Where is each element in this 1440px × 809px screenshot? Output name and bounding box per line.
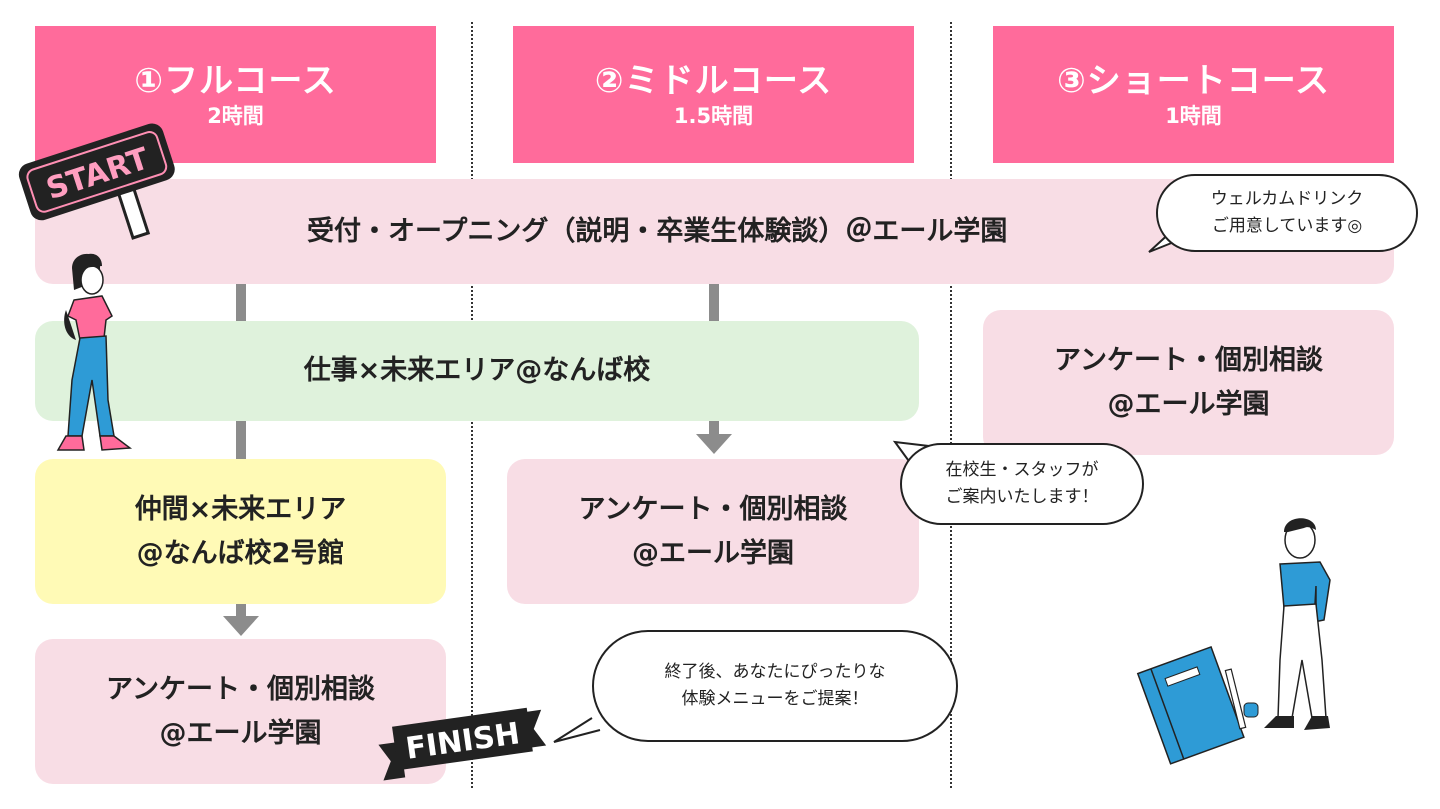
connector-bar — [236, 603, 246, 617]
connector-bar — [709, 284, 719, 322]
bubble-line1: 在校生・スタッフが — [945, 460, 1099, 480]
connector-bar — [236, 421, 246, 461]
course-duration: 1時間 — [1165, 103, 1222, 128]
bubble-line2: ご案内いたします！ — [945, 487, 1099, 507]
step-label-line2: @エール学園 — [1107, 388, 1270, 420]
step-label-line1: アンケート・個別相談 — [1054, 344, 1323, 376]
welcome-drink-bubble: ウェルカムドリンク ご用意しています◎ — [1156, 174, 1418, 252]
step-peer-future: 仲間×未来エリア @なんば校2号館 — [35, 459, 446, 604]
finish-banner-icon: FINISH — [378, 707, 547, 781]
course-title: ③ショートコース — [1056, 60, 1331, 101]
finish-proposal-bubble: 終了後、あなたにぴったりな 体験メニューをご提案！ — [592, 630, 958, 742]
step-label: 仕事×未来エリア@なんば校 — [303, 355, 651, 386]
course-header-full: ①フルコース 2時間 — [35, 26, 436, 163]
bubble-line2: 体験メニューをご提案！ — [681, 689, 869, 709]
course-header-middle: ②ミドルコース 1.5時間 — [513, 26, 914, 163]
course-header-short: ③ショートコース 1時間 — [993, 26, 1394, 163]
step-work-future: 仕事×未来エリア@なんば校 — [35, 321, 919, 421]
bubble-line1: 終了後、あなたにぴったりな — [664, 662, 886, 682]
step-survey-short: アンケート・個別相談 @エール学園 — [983, 310, 1394, 455]
step-label-line2: @なんば校2号館 — [136, 537, 345, 569]
step-label-line2: @エール学園 — [632, 537, 794, 569]
course-title: ②ミドルコース — [594, 60, 833, 101]
bubble-line2: ご用意しています◎ — [1211, 216, 1363, 236]
course-title: ①フルコース — [134, 60, 337, 101]
step-label-line1: 仲間×未来エリア — [134, 493, 347, 525]
arrow-down-icon — [696, 434, 732, 454]
arrow-down-icon — [223, 616, 259, 636]
step-label-line2: @エール学園 — [159, 717, 322, 749]
notebook-icon — [1136, 645, 1259, 765]
start-sign-icon: START — [18, 123, 175, 240]
column-divider-2 — [950, 22, 952, 788]
course-duration: 2時間 — [207, 103, 264, 128]
step-survey-full: アンケート・個別相談 @エール学園 — [35, 639, 446, 784]
course-duration: 1.5時間 — [673, 103, 754, 128]
staff-guide-bubble: 在校生・スタッフが ご案内いたします！ — [900, 443, 1144, 525]
step-survey-middle: アンケート・個別相談 @エール学園 — [507, 459, 919, 604]
connector-bar — [709, 421, 719, 435]
bubble-line1: ウェルカムドリンク — [1210, 189, 1364, 209]
bubble-tail — [553, 717, 601, 743]
student-boy-illustration — [1264, 518, 1331, 730]
step-opening-label: 受付・オープニング（説明・卒業生体験談）＠エール学園 — [307, 215, 1008, 247]
student-girl-illustration — [56, 253, 133, 451]
connector-bar — [236, 284, 246, 322]
step-label-line1: アンケート・個別相談 — [106, 673, 375, 705]
step-label-line1: アンケート・個別相談 — [578, 493, 848, 525]
